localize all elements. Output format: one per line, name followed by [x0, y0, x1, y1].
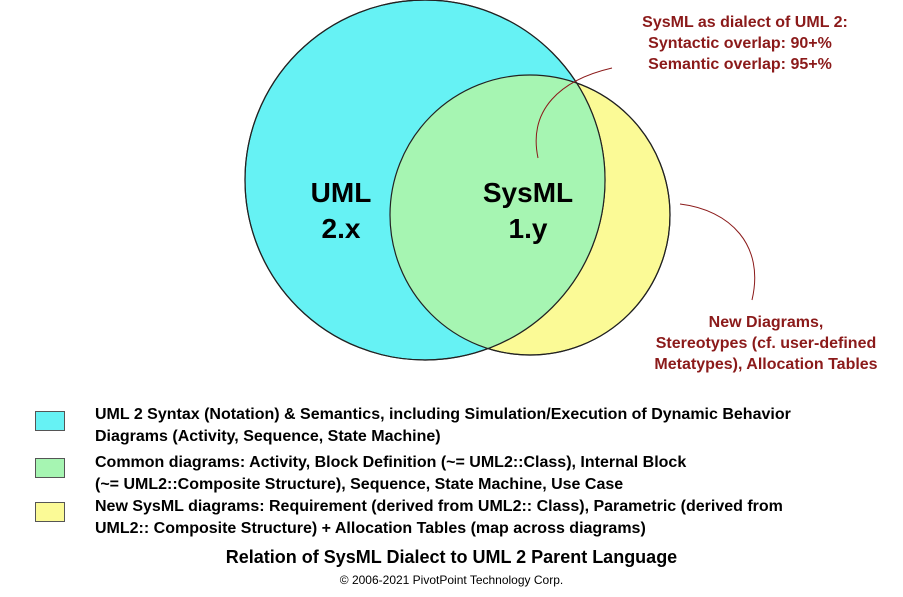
- legend-item-uml: UML 2 Syntax (Notation) & Semantics, inc…: [95, 404, 791, 448]
- callout-top-connector: [535, 67, 613, 159]
- callout-right-connector: [679, 203, 756, 301]
- callout-right-line2: Stereotypes (cf. user-defined: [656, 335, 877, 352]
- sysml-label-line2: 1.y: [509, 213, 548, 244]
- legend-item-common: Common diagrams: Activity, Block Definit…: [95, 452, 686, 496]
- overlap-region: [390, 75, 605, 355]
- legend-swatch-uml: [35, 411, 65, 431]
- callout-top-line2: Syntactic overlap: 90+%: [648, 35, 832, 52]
- legend-item-common-line2: (~= UML2::Composite Structure), Sequence…: [95, 476, 624, 493]
- callout-top-line1: SysML as dialect of UML 2:: [642, 14, 848, 31]
- legend-swatch-new-sysml: [35, 502, 65, 522]
- figure-title: Relation of SysML Dialect to UML 2 Paren…: [225, 547, 678, 567]
- sysml-circle-outline: [389, 74, 671, 356]
- legend-item-uml-line1: UML 2 Syntax (Notation) & Semantics, inc…: [95, 406, 791, 423]
- legend-swatch-common: [35, 458, 65, 478]
- callout-top-line3: Semantic overlap: 95+%: [648, 56, 832, 73]
- uml-label-line1: UML: [311, 177, 372, 208]
- uml-label-line2: 2.x: [322, 213, 361, 244]
- uml-circle-outline: [244, 0, 606, 361]
- venn-diagram: UML 2.x SysML 1.y SysML as dialect of UM…: [244, 0, 878, 373]
- callout-right-line3: Metatypes), Allocation Tables: [654, 356, 877, 373]
- legend-item-uml-line2: Diagrams (Activity, Sequence, State Mach…: [95, 428, 441, 445]
- sysml-label-line1: SysML: [483, 177, 573, 208]
- legend-item-new-sysml-line1: New SysML diagrams: Requirement (derived…: [95, 498, 783, 515]
- callout-right-line1: New Diagrams,: [709, 314, 824, 331]
- legend-item-common-line1: Common diagrams: Activity, Block Definit…: [95, 454, 687, 471]
- copyright-notice: © 2006-2021 PivotPoint Technology Corp.: [339, 573, 564, 587]
- legend-item-new-sysml: New SysML diagrams: Requirement (derived…: [95, 496, 783, 540]
- legend-item-new-sysml-line2: UML2:: Composite Structure) + Allocation…: [95, 520, 646, 537]
